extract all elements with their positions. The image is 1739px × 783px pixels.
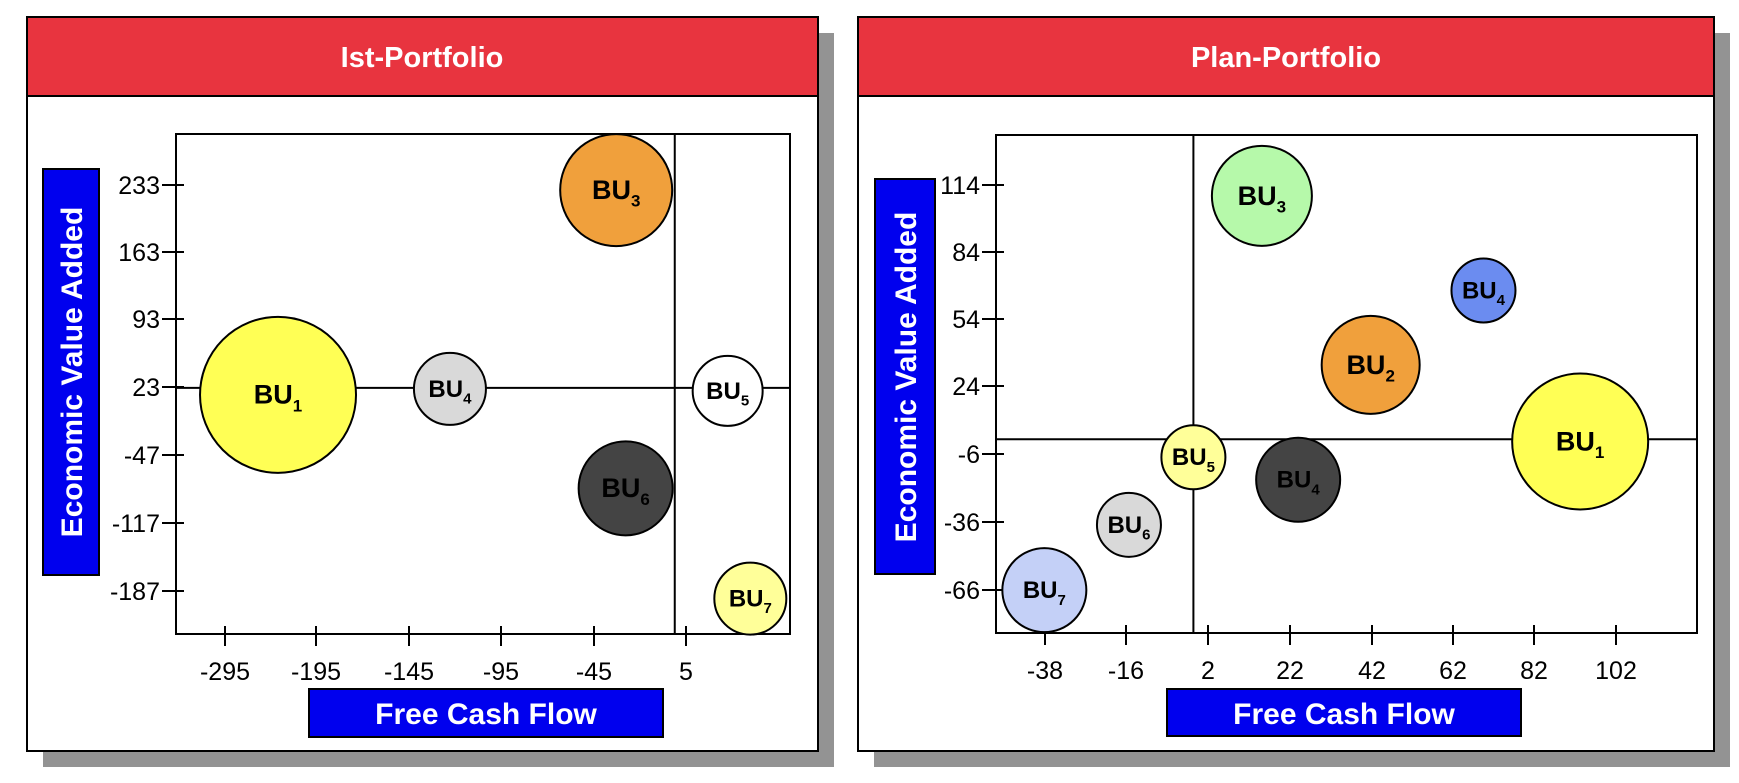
ist-portfolio-panel: Ist-Portfolio Economic Value Added Free … (26, 16, 834, 767)
bubble-circle (1255, 436, 1342, 523)
bubble-label: BU1 (254, 380, 302, 416)
bubble-circle (1001, 547, 1088, 634)
bubble-circle (1210, 144, 1313, 247)
bubble-circle (691, 354, 764, 427)
bubble-bu5: BU5 (691, 354, 764, 427)
bubble-bu6: BU6 (1095, 491, 1162, 558)
y-tick-label: 163 (118, 239, 160, 267)
bubble-circle (1320, 314, 1421, 415)
y-axis-title-box (42, 168, 100, 576)
bubble-label: BU6 (1107, 512, 1150, 544)
bubble-circle (1450, 257, 1517, 324)
y-tick-label: 54 (952, 306, 980, 334)
x-axis-title-box (1166, 688, 1522, 737)
x-tick-label: 2 (1201, 657, 1215, 685)
bubble-bu1: BU1 (1511, 372, 1650, 511)
plot-area: -295 -195 -145 -95 -45 5 233 163 93 23 -47 -117 -187… (110, 133, 791, 686)
bubble-label: BU2 (1346, 350, 1394, 386)
bubble-circle (713, 561, 788, 636)
bubble-bu4: BU4 (1450, 257, 1517, 324)
bubble-bu7: BU7 (1001, 547, 1088, 634)
bubble-label: BU4 (1277, 467, 1321, 499)
plan-portfolio-panel: Plan-Portfolio Economic Value Added Free… (857, 16, 1730, 767)
x-tick-label: 42 (1358, 657, 1386, 685)
x-tick-label: -95 (483, 658, 519, 686)
panel-header (857, 16, 1715, 97)
bubble-bu5: BU5 (1160, 424, 1227, 491)
bubble-circle (1160, 424, 1227, 491)
x-tick-label: 5 (679, 658, 693, 686)
y-tick-label: 233 (118, 172, 160, 200)
y-tick-label: -47 (124, 442, 160, 470)
x-tick-label: -295 (200, 658, 250, 686)
chart-title: Plan-Portfolio (1191, 42, 1381, 74)
y-axis-title: Economic Value Added (890, 212, 923, 543)
x-tick-label: 102 (1595, 657, 1637, 685)
x-tick-label: -45 (576, 658, 612, 686)
bubble-bu4: BU4 (412, 351, 487, 426)
bubble-bu2: BU2 (1320, 314, 1421, 415)
bubble-bu6: BU6 (577, 440, 674, 537)
x-tick-label: -16 (1108, 657, 1144, 685)
bubble-label: BU5 (706, 378, 749, 410)
bubble-circle (1511, 372, 1650, 511)
bubble-label: BU3 (592, 175, 640, 211)
bubble-label: BU7 (729, 585, 772, 617)
bubble-circle (199, 315, 358, 474)
bubble-label: BU5 (1172, 444, 1215, 476)
x-axis-title-box (308, 688, 664, 738)
x-tick-label: -38 (1027, 657, 1063, 685)
y-tick-label: 23 (132, 374, 160, 402)
y-tick-label: 93 (132, 306, 160, 334)
bubble-bu3: BU3 (1210, 144, 1313, 247)
y-tick-label: -117 (112, 510, 160, 538)
bubble-circle (412, 351, 487, 426)
x-axis-title: Free Cash Flow (1233, 698, 1455, 731)
bubble-label: BU3 (1238, 181, 1286, 217)
bubble-label: BU6 (601, 473, 649, 509)
y-axis-title: Economic Value Added (56, 207, 89, 538)
bubble-label: BU4 (428, 376, 472, 408)
y-tick-label: 24 (952, 373, 980, 401)
bubble-bu3: BU3 (559, 133, 674, 248)
bubble-label: BU1 (1556, 426, 1604, 462)
x-axis-title: Free Cash Flow (375, 698, 597, 731)
y-tick-label: -66 (944, 577, 980, 605)
x-tick-label: 82 (1520, 657, 1548, 685)
y-tick-label: 114 (940, 172, 980, 200)
y-tick-label: -6 (958, 441, 980, 469)
bubble-bu1: BU1 (199, 315, 358, 474)
chart-title: Ist-Portfolio (341, 42, 504, 74)
bubble-circle (1095, 491, 1162, 558)
y-axis-title-box (874, 178, 936, 575)
x-tick-label: -145 (384, 658, 434, 686)
x-tick-label: 22 (1276, 657, 1304, 685)
bubble-bu4: BU4 (1255, 436, 1342, 523)
y-tick-label: 84 (952, 239, 980, 267)
bubble-circle (577, 440, 674, 537)
bubble-label: BU7 (1023, 577, 1066, 609)
y-tick-label: -187 (110, 578, 160, 606)
x-tick-label: 62 (1439, 657, 1467, 685)
bubble-circle (559, 133, 674, 248)
bubble-bu7: BU7 (713, 561, 788, 636)
x-tick-label: -195 (291, 658, 341, 686)
y-tick-label: -36 (944, 509, 980, 537)
panel-header (26, 16, 819, 97)
bubble-label: BU4 (1462, 277, 1506, 309)
